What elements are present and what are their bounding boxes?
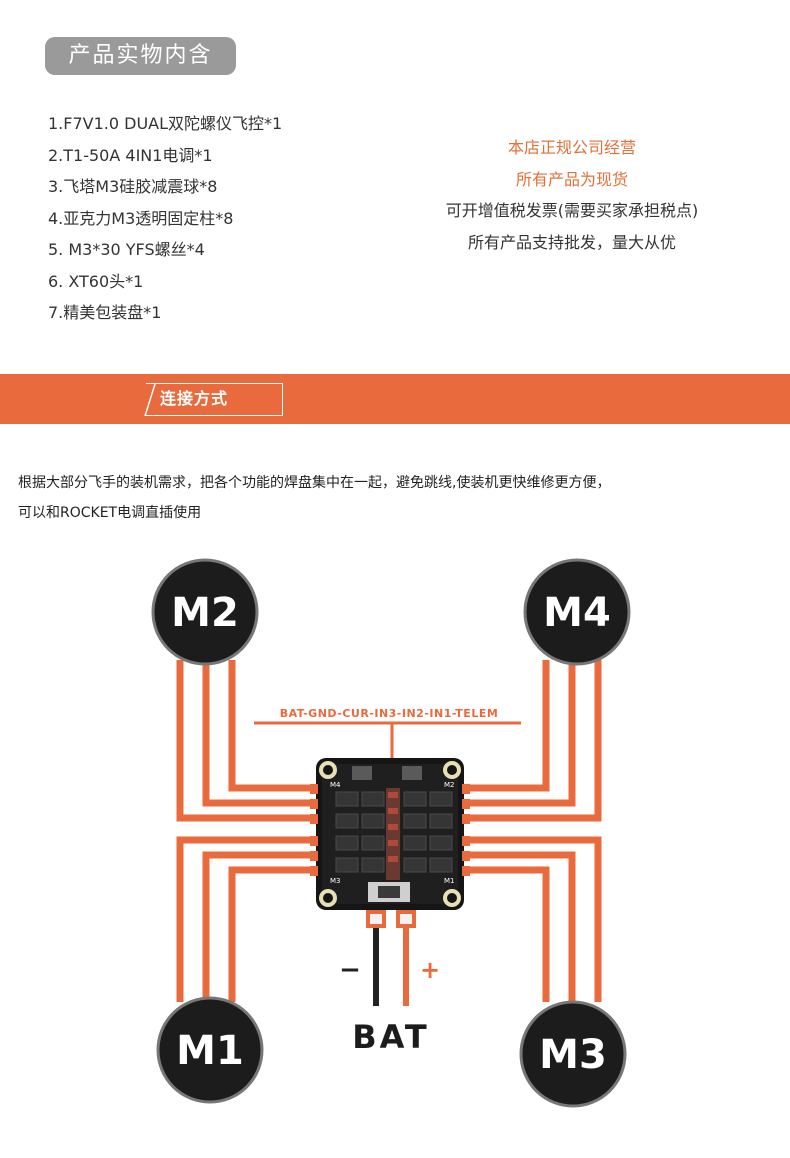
list-item: 2.T1-50A 4IN1电调*1	[48, 145, 213, 165]
board-label-m3: M3	[330, 877, 341, 885]
motor-label-m2: M2	[171, 590, 239, 636]
motor-m2: M2	[151, 558, 259, 666]
section-banner	[0, 374, 790, 424]
board-label-m4: M4	[330, 781, 341, 789]
description-line: 可以和ROCKET电调直插使用	[18, 505, 202, 521]
wiring-diagram-svg: BAT-GND-CUR-IN3-IN2-IN1-TELEM	[151, 558, 631, 1108]
motor-m1: M1	[156, 996, 264, 1104]
positive-sign: +	[420, 956, 440, 984]
wiring-diagram: BAT-GND-CUR-IN3-IN2-IN1-TELEM	[0, 540, 790, 1158]
list-item: 5. M3*30 YFS螺丝*4	[48, 240, 205, 259]
list-item: 7.精美包装盘*1	[48, 303, 162, 322]
signal-bracket	[254, 721, 521, 762]
shop-info-line: 可开增值税发票(需要买家承担税点)	[445, 201, 699, 220]
shop-info-line: 所有产品为现货	[515, 169, 628, 189]
motor-m4: M4	[523, 558, 631, 666]
motor-label-m4: M4	[543, 590, 611, 636]
shop-info-line: 本店正规公司经营	[507, 138, 636, 157]
m1-wires	[176, 836, 316, 1002]
m3-wires	[462, 836, 602, 1002]
section-title-package: 产品实物内含	[45, 37, 236, 75]
shop-info-line: 所有产品支持批发，量大从优	[467, 232, 676, 252]
m4-wires	[462, 660, 602, 822]
esc-board	[310, 758, 470, 928]
connection-description: 根据大部分飞手的装机需求，把各个功能的焊盘集中在一起，避免跳线,使装机更快维修更…	[18, 468, 778, 528]
list-item: 4.亚克力M3透明固定柱*8	[48, 208, 234, 228]
battery-wires	[373, 928, 409, 1006]
signal-label: BAT-GND-CUR-IN3-IN2-IN1-TELEM	[280, 707, 499, 720]
list-item: 6. XT60头*1	[48, 271, 144, 291]
m2-wires	[176, 660, 316, 822]
shop-info-block: 本店正规公司经营 所有产品为现货 可开增值税发票(需要买家承担税点) 所有产品支…	[400, 132, 744, 258]
battery-label: BAT	[352, 1018, 430, 1056]
package-contents-list: 1.F7V1.0 DUAL双陀螺仪飞控*1 2.T1-50A 4IN1电调*1 …	[48, 108, 282, 329]
list-item: 3.飞塔M3硅胶减震球*8	[48, 177, 218, 196]
board-label-m2: M2	[444, 781, 455, 789]
motor-label-m3: M3	[539, 1032, 607, 1078]
negative-sign: −	[339, 955, 361, 985]
board-label-m1: M1	[444, 877, 455, 885]
list-item: 1.F7V1.0 DUAL双陀螺仪飞控*1	[48, 114, 283, 133]
motor-m3: M3	[519, 1000, 627, 1108]
section-title-connection: 连接方式	[146, 383, 283, 416]
section-tab-slash-icon	[144, 383, 156, 417]
description-line: 根据大部分飞手的装机需求，把各个功能的焊盘集中在一起，避免跳线,使装机更快维修更…	[18, 475, 611, 491]
motor-label-m1: M1	[176, 1028, 244, 1074]
